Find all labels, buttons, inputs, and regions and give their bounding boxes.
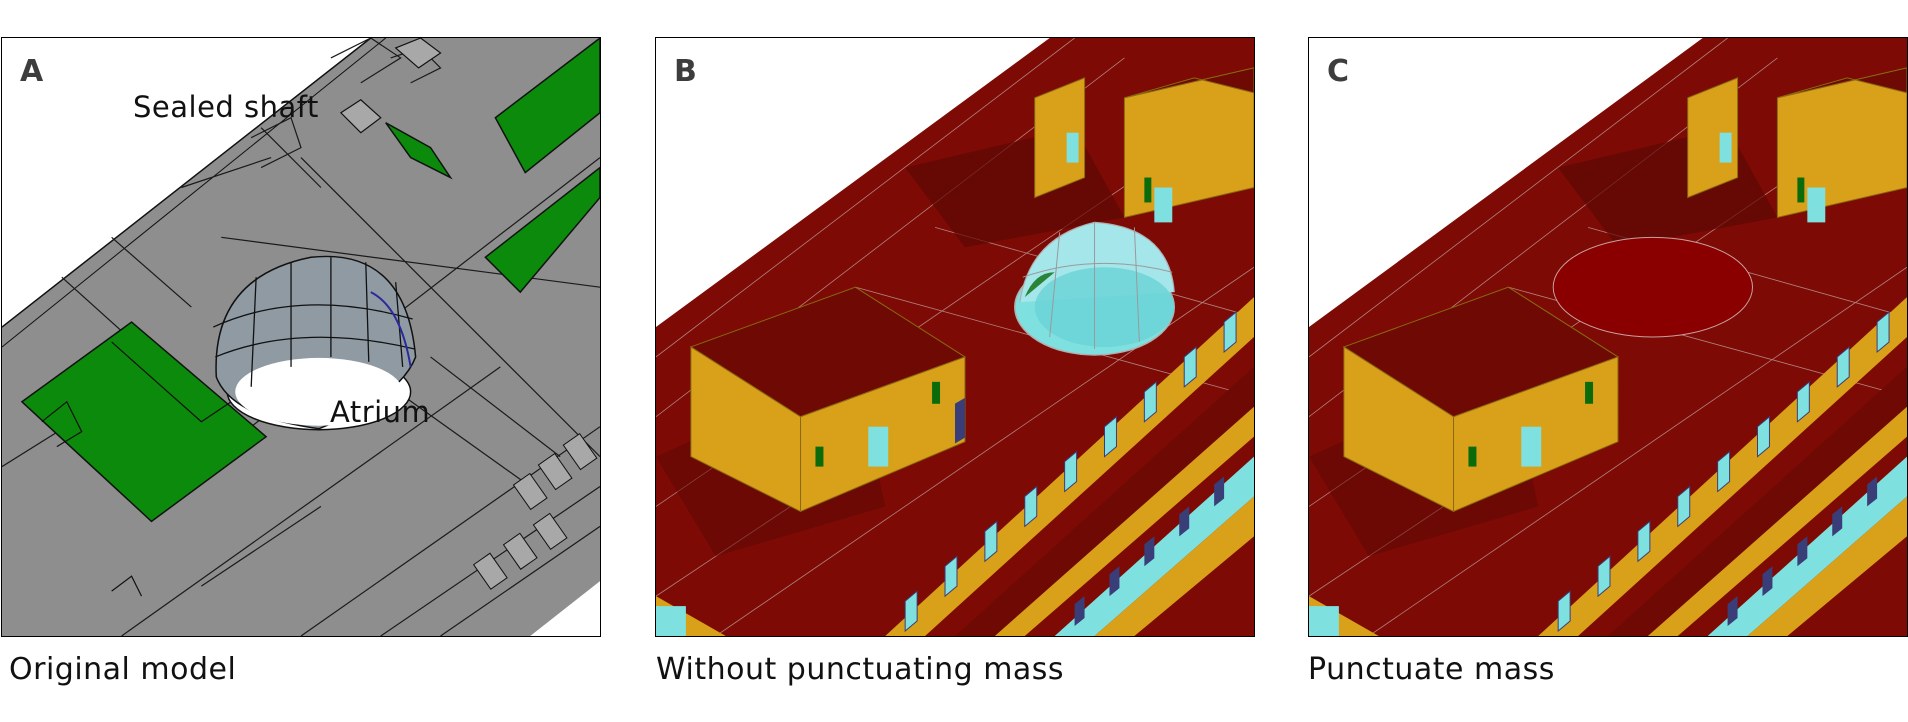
panel-letter: A xyxy=(20,54,44,89)
without-punctuating-mass-render xyxy=(656,38,1254,636)
caption-original-model: Original model xyxy=(9,652,237,687)
panel-original-model: A Sealed shaft Atrium xyxy=(1,37,601,637)
caption-punctuate-mass: Punctuate mass xyxy=(1308,652,1555,687)
caption-without-punctuating-mass: Without punctuating mass xyxy=(656,652,1065,687)
punctuate-mass-render xyxy=(1309,38,1907,636)
panel-without-punctuating-mass: B xyxy=(655,37,1255,637)
sealed-shaft-label: Sealed shaft xyxy=(133,90,319,124)
panel-letter: B xyxy=(674,54,697,89)
atrium-label: Atrium xyxy=(330,395,431,429)
original-model-render xyxy=(2,38,600,636)
panel-letter: C xyxy=(1327,54,1350,89)
panel-punctuate-mass: C xyxy=(1308,37,1908,637)
